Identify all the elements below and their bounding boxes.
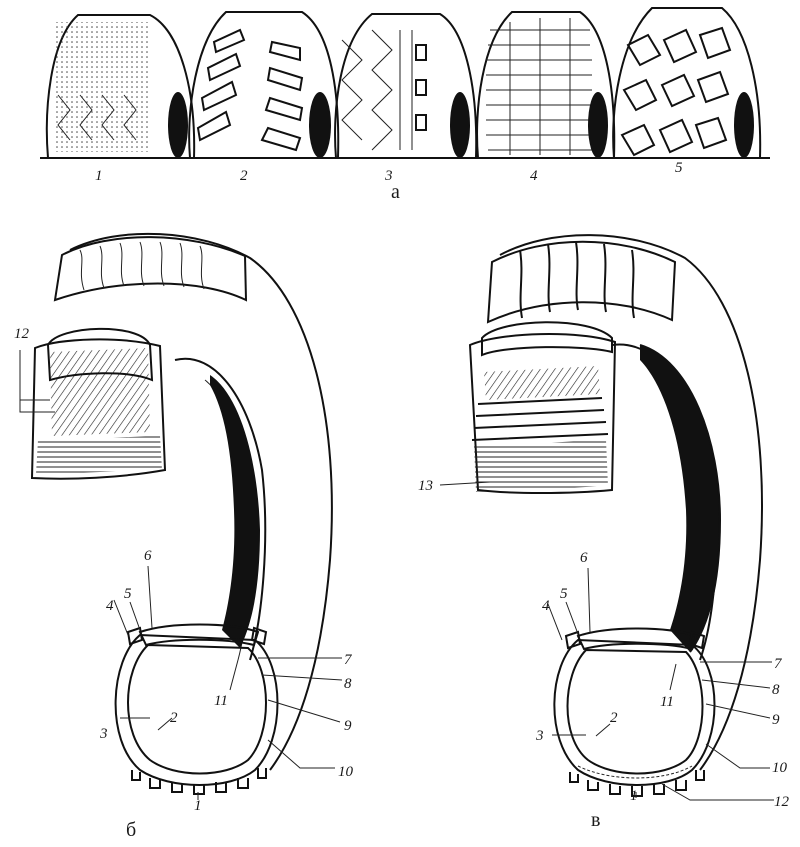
tread-label-4: 4 [530,168,538,184]
bias-label-5: 5 [124,586,132,602]
bias-label-10: 10 [338,764,354,780]
tread-label-2: 2 [240,168,248,184]
bias-label-2: 2 [170,710,178,726]
tread-label-1: 1 [95,168,103,184]
radial-label-10: 10 [772,760,788,776]
radial-tire-cross-section [553,627,716,797]
radial-label-1: 1 [630,788,638,804]
tread-pattern-1 [45,14,196,159]
bias-label-1: 1 [194,798,202,814]
bias-label-4: 4 [106,598,114,614]
tread-pattern-5 [612,7,762,159]
bias-label-12: 12 [14,326,30,342]
bias-label-11: 11 [214,693,228,709]
bias-label-8: 8 [344,676,352,692]
radial-label-3: 3 [535,728,544,744]
bias-label-6: 6 [144,548,152,564]
radial-label-8: 8 [772,682,780,698]
radial-label-2: 2 [610,710,618,726]
bias-tire-panel: 12 6 5 4 7 8 11 3 2 9 10 1 б [14,232,354,841]
tread-pattern-2 [188,11,340,159]
tread-pattern-3 [334,13,478,159]
radial-label-4: 4 [542,598,550,614]
radial-tire-outline [468,234,763,771]
radial-label-11: 11 [660,694,674,710]
radial-label-5: 5 [560,586,568,602]
radial-label-7: 7 [774,656,783,672]
panel-a-caption: а [391,181,400,203]
bias-label-7: 7 [344,652,353,668]
tread-label-5: 5 [675,160,683,176]
bias-tire-cross-section [114,623,279,795]
bias-label-3: 3 [99,726,108,742]
tread-label-3: 3 [384,168,393,184]
radial-label-6: 6 [580,550,588,566]
tread-pattern-4 [476,11,616,159]
bias-label-9: 9 [344,718,352,734]
bias-tire-outline [30,232,333,771]
panel-b-caption: б [126,819,136,841]
panel-v-caption: в [591,809,600,831]
radial-label-13: 13 [418,478,433,494]
radial-label-9: 9 [772,712,780,728]
radial-tire-panel: 13 6 5 4 7 8 11 3 2 9 10 1 12 в [418,234,790,831]
tread-patterns-panel: 1 2 3 4 5 а [40,7,770,203]
radial-label-12: 12 [774,794,790,810]
